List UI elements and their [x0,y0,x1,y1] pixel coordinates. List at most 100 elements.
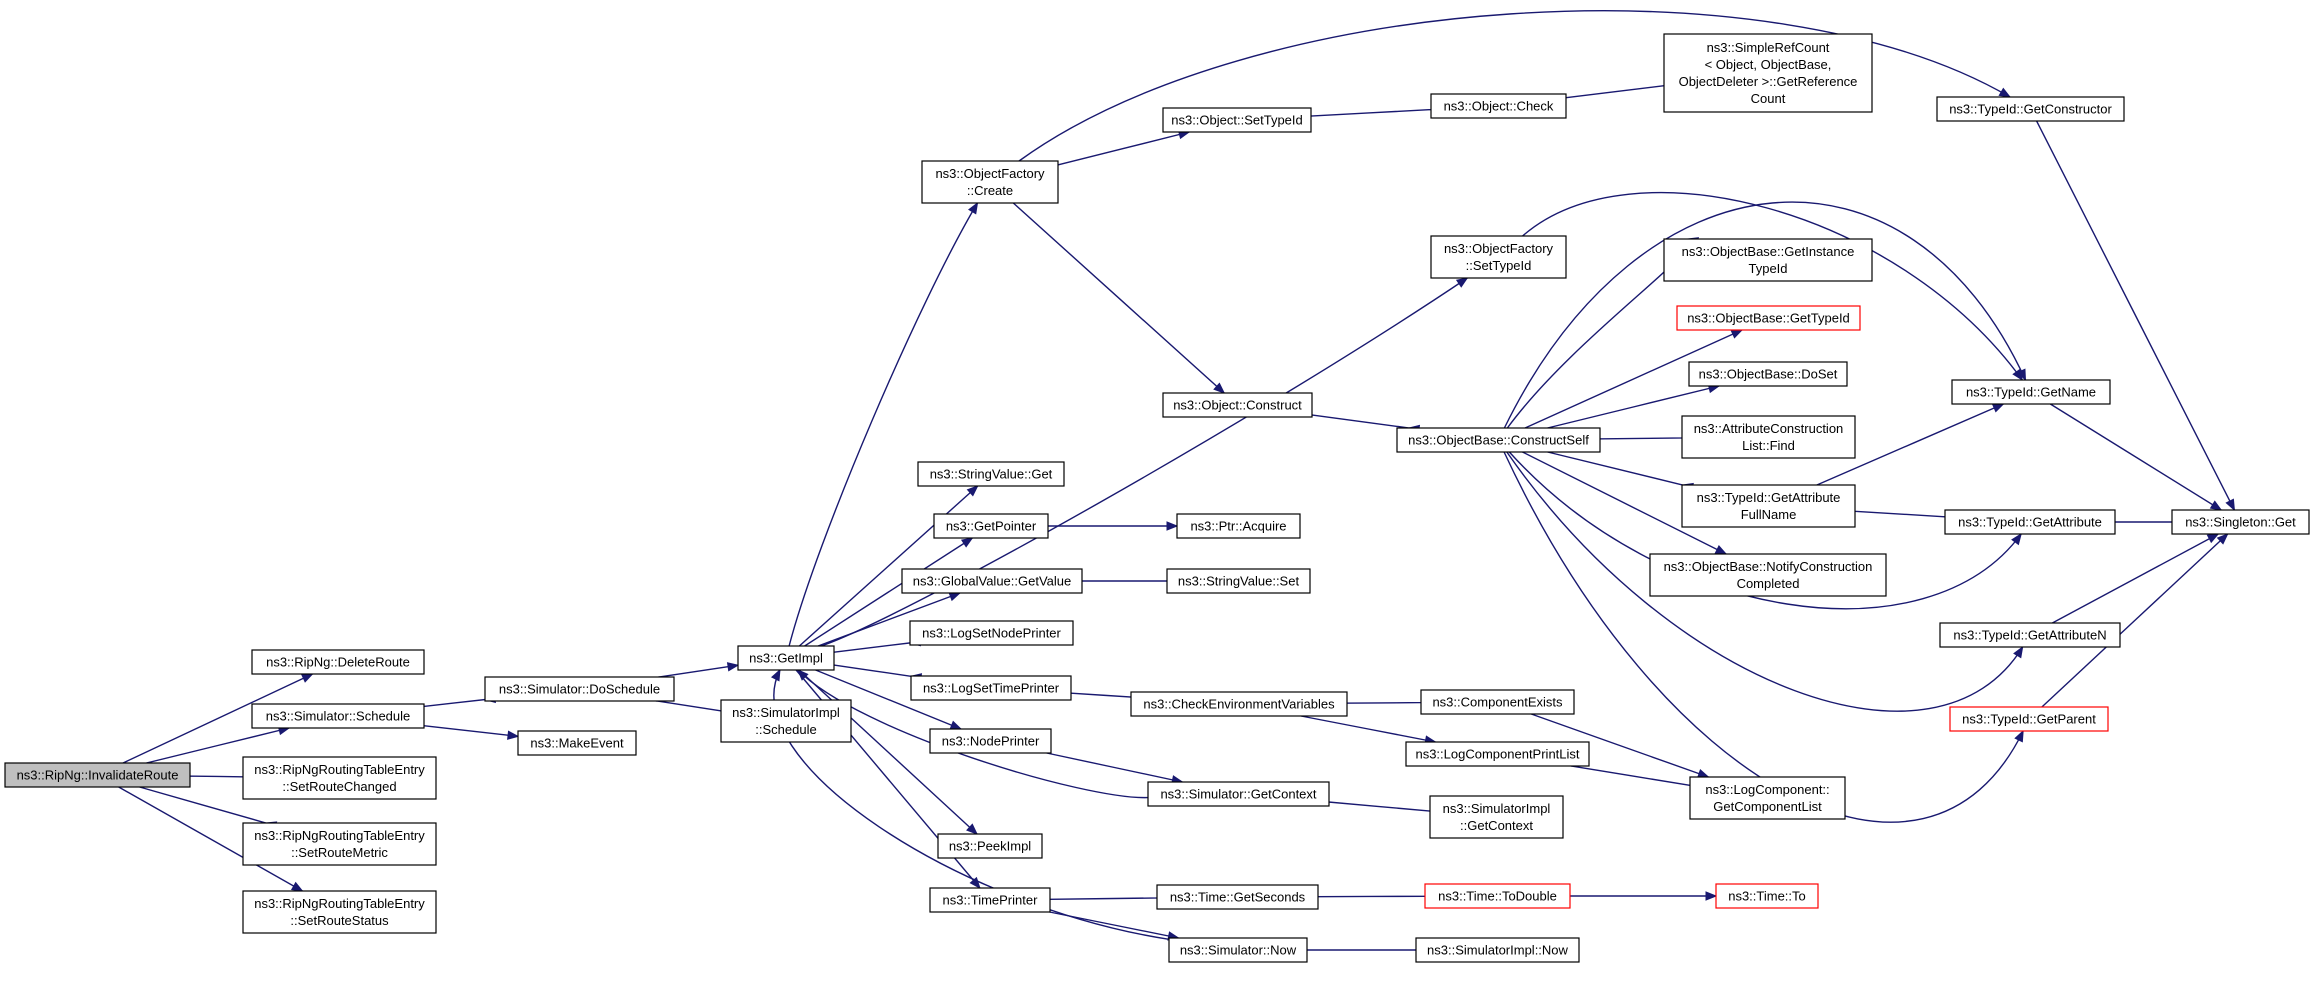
node-label: ns3::TypeId::GetConstructor [1949,102,2112,117]
node-logsettimeprinter[interactable]: ns3::LogSetTimePrinter [910,675,1072,701]
node-label: GetComponentList [1713,799,1822,814]
node-layer: ns3::RipNg::InvalidateRoute ns3::RipNg::D… [4,33,2310,963]
node-stringvalueget[interactable]: ns3::StringValue::Get [917,461,1065,487]
node-label: ns3::SimulatorImpl [1443,801,1551,816]
node-deleteroute[interactable]: ns3::RipNg::DeleteRoute [251,649,425,675]
node-simimplnow[interactable]: ns3::SimulatorImpl::Now [1415,937,1580,963]
node-getimpl[interactable]: ns3::GetImpl [737,645,835,671]
node-simimplschedule[interactable]: ns3::SimulatorImpl::Schedule [720,699,852,743]
node-logcompgetlist[interactable]: ns3::LogComponent::GetComponentList [1689,776,1846,820]
edge-line [820,277,1468,647]
edge-constructself-to-attrconstrfind [1594,433,1693,443]
edge-line [2035,120,2236,511]
node-simgetcontext[interactable]: ns3::Simulator::GetContext [1147,781,1330,807]
edge-line [797,669,1149,799]
edge-line [419,724,519,738]
node-box [1162,107,1312,133]
edge-timegetseconds-to-timetodouble [1316,891,1436,901]
node-label: ::Schedule [755,722,816,737]
node-checkenv[interactable]: ns3::CheckEnvironmentVariables [1130,691,1348,717]
node-logsetnodeprinter[interactable]: ns3::LogSetNodePrinter [909,620,1074,646]
node-box [1944,509,2116,535]
node-objfactcreate[interactable]: ns3::ObjectFactory::Create [921,160,1059,204]
edge-schedule-to-doschedule [419,693,496,708]
edge-schedule-to-makeevent [419,724,520,740]
node-peekimpl[interactable]: ns3::PeekImpl [937,833,1043,859]
node-box [2171,509,2310,535]
node-schedule[interactable]: ns3::Simulator::Schedule [251,703,425,729]
edge-logcompprintlist-to-logcompgetlist [1570,765,1702,792]
node-timegetseconds[interactable]: ns3::Time::GetSeconds [1156,884,1319,910]
node-label: ns3::TypeId::GetParent [1962,712,2096,727]
edge-objfactcreate-to-objsettypeid [1057,129,1191,166]
node-doschedule[interactable]: ns3::Simulator::DoSchedule [484,676,675,702]
node-timetodouble[interactable]: ns3::Time::ToDouble [1424,883,1571,909]
arrowhead-icon [2016,368,2027,382]
node-nodeprinter[interactable]: ns3::NodePrinter [929,728,1052,754]
edge-constructself-to-getattrfullname [1547,451,1694,493]
node-simimplgetcontext[interactable]: ns3::SimulatorImpl::GetContext [1429,795,1564,839]
node-getattributen[interactable]: ns3::TypeId::GetAttributeN [1939,622,2121,648]
node-invalidate[interactable]: ns3::RipNg::InvalidateRoute [4,762,191,788]
edge-objfactsettypeid-to-getname [1522,191,2024,382]
arrowhead-icon [2011,532,2022,546]
node-objbasegettypeid[interactable]: ns3::ObjectBase::GetTypeId [1676,305,1861,331]
arrowhead-icon [300,673,314,683]
edge-line [1049,897,1160,900]
node-label: ns3::Object::Construct [1173,398,1302,413]
node-objsettypeid[interactable]: ns3::Object::SetTypeId [1162,107,1312,133]
node-box [1405,741,1590,767]
node-objcheck[interactable]: ns3::Object::Check [1430,93,1567,119]
node-simplerefcount[interactable]: ns3::SimpleRefCount< Object, ObjectBase,… [1663,33,1873,113]
edge-getname-to-singletonget [2049,403,2223,511]
node-getname[interactable]: ns3::TypeId::GetName [1951,379,2111,405]
node-label: ns3::ObjectBase::GetInstance [1682,244,1855,259]
node-setroutemetric[interactable]: ns3::RipNgRoutingTableEntry::SetRouteMet… [242,822,437,866]
edge-line [1046,752,1183,783]
arrowhead-icon [968,201,979,215]
node-box [1162,392,1313,418]
node-box [1676,305,1861,331]
node-objfactsettypeid[interactable]: ns3::ObjectFactory::SetTypeId [1430,235,1567,279]
node-getconstructor[interactable]: ns3::TypeId::GetConstructor [1936,96,2125,122]
node-box [484,676,675,702]
node-notifyconstr[interactable]: ns3::ObjectBase::NotifyConstructionCompl… [1649,553,1887,597]
node-setroutechanged[interactable]: ns3::RipNgRoutingTableEntry::SetRouteCha… [242,756,437,800]
edge-doschedule-to-getimpl [654,662,740,679]
node-label: FullName [1741,507,1797,522]
edge-objfactcreate-to-getconstructor [1018,10,2012,162]
node-singletonget[interactable]: ns3::Singleton::Get [2171,509,2310,535]
node-objconstruct[interactable]: ns3::Object::Construct [1162,392,1313,418]
node-box [1147,781,1330,807]
node-label: ns3::ObjectBase::DoSet [1699,367,1838,382]
node-box [1415,937,1580,963]
node-label: ns3::ObjectBase::NotifyConstruction [1664,559,1873,574]
node-label: ns3::Time::GetSeconds [1170,890,1306,905]
edge-line [1337,701,1423,704]
node-doset[interactable]: ns3::ObjectBase::DoSet [1688,361,1848,387]
node-ptracquire[interactable]: ns3::Ptr::Acquire [1176,513,1301,539]
node-setroutestatus[interactable]: ns3::RipNgRoutingTableEntry::SetRouteSta… [242,890,437,934]
node-makeevent[interactable]: ns3::MakeEvent [517,730,637,756]
edge-constructself-to-getname [1503,201,2027,429]
node-componentexists[interactable]: ns3::ComponentExists [1420,689,1575,715]
node-label: TypeId [1748,261,1787,276]
node-globalvalueget[interactable]: ns3::GlobalValue::GetValue [901,568,1083,594]
node-getparent[interactable]: ns3::TypeId::GetParent [1949,706,2109,732]
node-stringvalueset[interactable]: ns3::StringValue::Set [1166,568,1311,594]
node-simnow[interactable]: ns3::Simulator::Now [1168,937,1308,963]
node-timeto[interactable]: ns3::Time::To [1715,883,1819,909]
edge-line [798,485,979,647]
node-timeprinter[interactable]: ns3::TimePrinter [929,887,1051,913]
node-box [720,699,852,743]
node-label: ns3::ComponentExists [1432,695,1563,710]
node-logcompprintlist[interactable]: ns3::LogComponentPrintList [1405,741,1590,767]
node-getattribute[interactable]: ns3::TypeId::GetAttribute [1944,509,2116,535]
node-getpointer[interactable]: ns3::GetPointer [933,513,1049,539]
arrowhead-icon [2013,645,2024,659]
node-constructself[interactable]: ns3::ObjectBase::ConstructSelf [1396,427,1601,453]
